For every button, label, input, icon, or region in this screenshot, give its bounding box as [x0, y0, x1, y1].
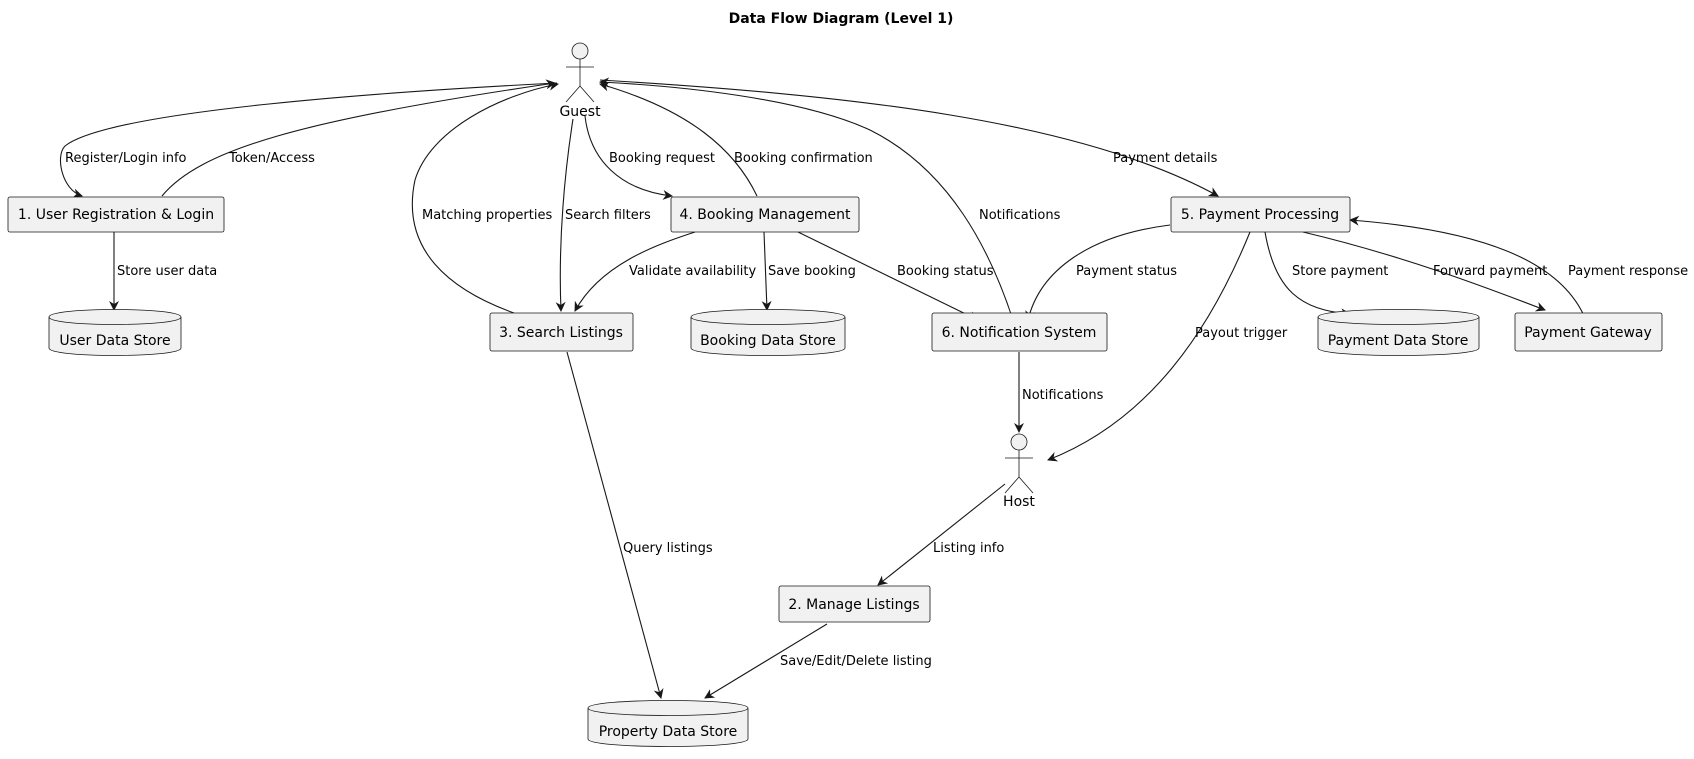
actor-body-icon: [1004, 450, 1034, 494]
external-payment-gateway: Payment Gateway: [1514, 312, 1663, 352]
process-booking-management: 4. Booking Management: [670, 196, 860, 233]
flow-listing-info: [877, 483, 1006, 586]
actor-guest: Guest: [559, 42, 601, 120]
flow-label: Payout trigger: [1195, 326, 1288, 341]
flow-label: Store user data: [117, 264, 217, 279]
actor-head-icon: [1010, 433, 1028, 451]
process-search-listings: 3. Search Listings: [489, 312, 634, 352]
actor-head-icon: [571, 42, 589, 60]
flow-labels: Register/Login info Token/Access Store u…: [65, 151, 1688, 669]
flow-label: Notifications: [1022, 388, 1104, 403]
store-label: Payment Data Store: [1328, 333, 1469, 349]
actor-host: Host: [1003, 433, 1035, 510]
flow-label: Register/Login info: [65, 151, 187, 166]
flow-payout-trigger: [1047, 231, 1251, 462]
flow-booking-confirmation: [599, 81, 758, 197]
flow-label: Booking status: [897, 264, 994, 279]
store-label: Booking Data Store: [700, 333, 836, 349]
flow-booking-status: [797, 231, 979, 321]
flow-booking-request: [584, 115, 673, 200]
store-label: Property Data Store: [599, 724, 738, 740]
flow-label: Save/Edit/Delete listing: [780, 654, 932, 669]
flow-label: Payment details: [1113, 151, 1218, 166]
flow-save-booking: [761, 231, 772, 311]
flow-search-filters: [555, 118, 574, 312]
flow-label: Listing info: [933, 541, 1004, 556]
flow-label: Notifications: [979, 208, 1061, 223]
flow-payment-response: [1349, 215, 1586, 319]
process-notification-system: 6. Notification System: [931, 312, 1108, 352]
flow-payment-details: [599, 79, 1219, 197]
flow-label: Matching properties: [422, 208, 552, 223]
process-label: 6. Notification System: [942, 325, 1097, 341]
process-label: 1. User Registration & Login: [18, 207, 214, 223]
flow-validate-availability: [574, 231, 696, 312]
process-label: Payment Gateway: [1524, 325, 1652, 341]
process-manage-listings: 2. Manage Listings: [778, 585, 931, 623]
store-property-data: Property Data Store: [587, 700, 749, 747]
flow-query-listings: [566, 351, 664, 699]
flow-forward-payment: [1302, 231, 1546, 312]
process-payment-processing: 5. Payment Processing: [1170, 196, 1351, 233]
flow-label: Store payment: [1292, 264, 1388, 279]
actor-body-icon: [565, 59, 595, 103]
flow-matching-properties: [411, 80, 559, 314]
flow-label: Validate availability: [629, 264, 757, 279]
flow-label: Search filters: [565, 208, 651, 223]
flow-token-access: [161, 79, 556, 197]
flow-register-login-info: [59, 82, 558, 199]
process-label: 4. Booking Management: [680, 207, 851, 223]
flow-label: Booking confirmation: [734, 151, 873, 166]
flow-notifications-guest: [599, 77, 1014, 321]
store-booking-data: Booking Data Store: [690, 309, 846, 356]
actor-label: Host: [1003, 494, 1035, 510]
store-label: User Data Store: [59, 333, 170, 349]
store-user-data: User Data Store: [48, 309, 182, 356]
process-label: 3. Search Listings: [499, 325, 623, 341]
store-payment-data: Payment Data Store: [1317, 309, 1480, 356]
flow-label: Query listings: [623, 541, 713, 556]
flow-label: Payment response: [1568, 264, 1688, 279]
flow-label: Payment status: [1076, 264, 1177, 279]
process-label: 2. Manage Listings: [788, 597, 919, 613]
process-label: 5. Payment Processing: [1181, 207, 1339, 223]
actor-label: Guest: [559, 104, 601, 120]
flow-payment-status: [1025, 224, 1171, 321]
flow-save-edit-delete-listing: [704, 623, 828, 699]
flow-label: Forward payment: [1433, 264, 1547, 279]
flow-label: Booking request: [609, 151, 715, 166]
process-user-registration-login: 1. User Registration & Login: [7, 196, 225, 233]
flow-label: Token/Access: [228, 151, 315, 166]
diagram-title: Data Flow Diagram (Level 1): [729, 11, 954, 27]
flow-label: Save booking: [768, 264, 856, 279]
